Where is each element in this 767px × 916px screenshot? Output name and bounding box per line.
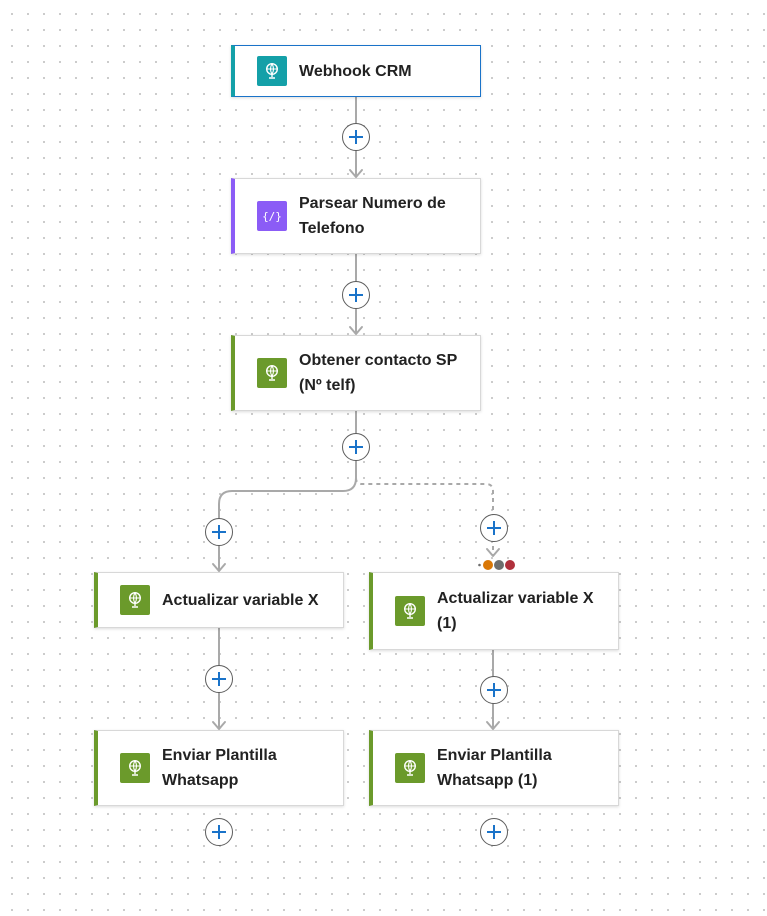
globe-icon	[120, 753, 150, 783]
arrow-head-icon	[349, 169, 363, 178]
arrow-head-icon	[486, 548, 500, 557]
globe-icon	[257, 56, 287, 86]
connector-branch-right	[355, 477, 494, 556]
arrow-head-icon	[212, 563, 226, 572]
add-step-button[interactable]	[342, 123, 370, 151]
plus-icon	[487, 521, 501, 535]
send-template-left-node[interactable]: Enviar Plantilla Whatsapp	[94, 730, 344, 806]
node-label: Webhook CRM	[299, 62, 412, 80]
add-step-button[interactable]	[205, 665, 233, 693]
braces-icon: {∕}	[257, 201, 287, 231]
plus-icon	[349, 130, 363, 144]
globe-icon	[395, 596, 425, 626]
connector-branch-left	[218, 477, 357, 570]
arrow-head-icon	[212, 721, 226, 730]
arrow-head-icon	[349, 326, 363, 335]
update-variable-right-node[interactable]: Actualizar variable X (1)	[369, 572, 619, 650]
globe-icon	[395, 753, 425, 783]
add-step-button[interactable]	[205, 518, 233, 546]
add-step-button[interactable]	[205, 818, 233, 846]
webhook-crm-node[interactable]: Webhook CRM	[231, 45, 481, 97]
node-label: Parsear Numero de Telefono	[299, 195, 446, 237]
plus-icon	[487, 825, 501, 839]
plus-icon	[349, 288, 363, 302]
plus-icon	[212, 672, 226, 686]
update-variable-left-node[interactable]: Actualizar variable X	[94, 572, 344, 628]
get-contact-node[interactable]: Obtener contacto SP (Nº telf)	[231, 335, 481, 411]
node-label: Actualizar variable X	[162, 591, 319, 609]
plus-icon	[487, 683, 501, 697]
add-step-button[interactable]	[342, 281, 370, 309]
node-label: Enviar Plantilla Whatsapp	[162, 747, 277, 789]
parse-phone-node[interactable]: {∕} Parsear Numero de Telefono	[231, 178, 481, 254]
node-label: Actualizar variable X (1)	[437, 590, 594, 632]
svg-text:{∕}: {∕}	[262, 210, 282, 223]
add-step-button[interactable]	[342, 433, 370, 461]
arrow-head-icon	[486, 721, 500, 730]
plus-icon	[349, 440, 363, 454]
plus-icon	[212, 825, 226, 839]
globe-icon	[257, 358, 287, 388]
globe-icon	[120, 585, 150, 615]
add-step-button[interactable]	[480, 514, 508, 542]
add-step-button[interactable]	[480, 818, 508, 846]
send-template-right-node[interactable]: Enviar Plantilla Whatsapp (1)	[369, 730, 619, 806]
node-label: Enviar Plantilla Whatsapp (1)	[437, 747, 552, 789]
run-after-status-icon	[478, 560, 515, 570]
node-label: Obtener contacto SP (Nº telf)	[299, 352, 457, 394]
plus-icon	[212, 525, 226, 539]
add-step-button[interactable]	[480, 676, 508, 704]
